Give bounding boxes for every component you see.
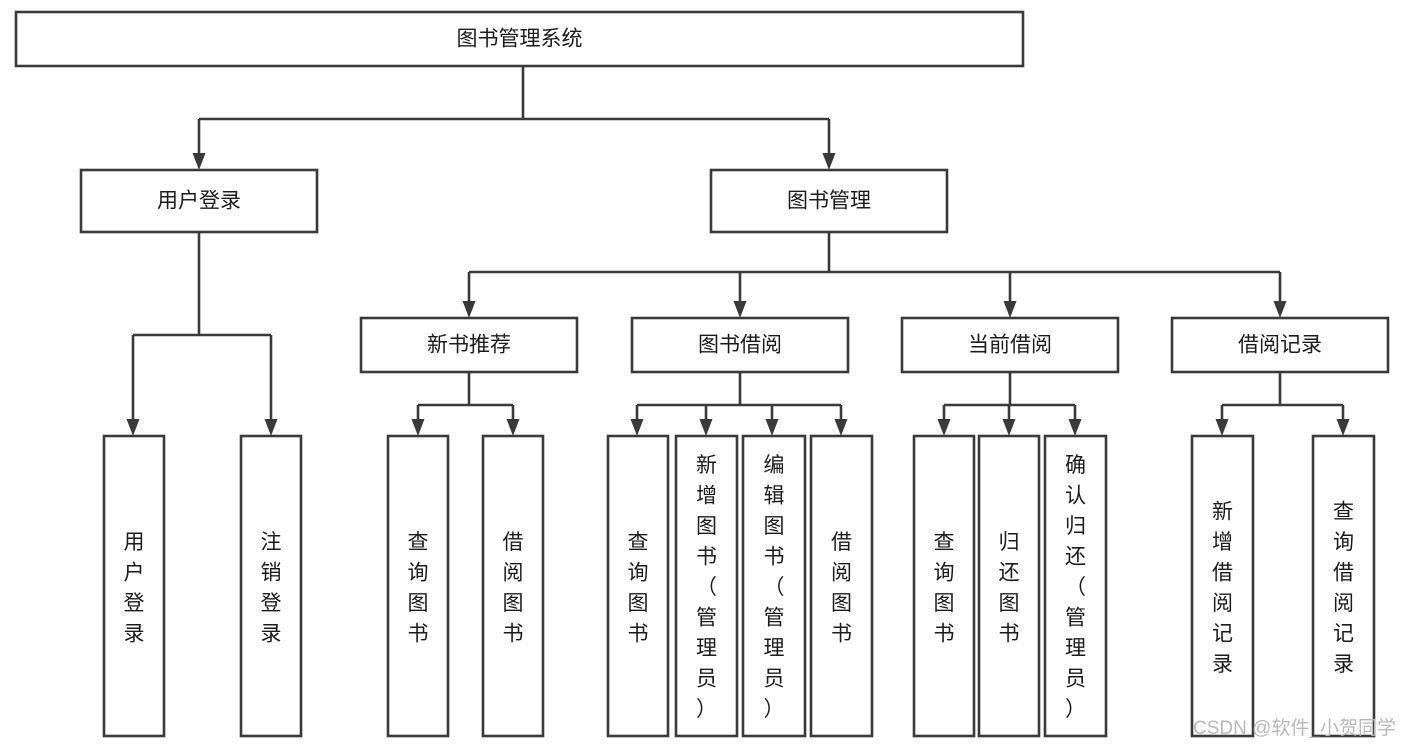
connector-group-borrowrecord-to-leaves (1215, 372, 1350, 436)
arrow-head-icon (1003, 301, 1017, 318)
node-label: 查询借阅记录 (1333, 500, 1354, 676)
node-layer: 图书管理系统用户登录图书管理新书推荐图书借阅当前借阅借阅记录用户登录注销登录查询… (14, 10, 1390, 738)
connector-group-bookborrow-to-leaves (630, 372, 848, 436)
node-label: 借阅图书 (503, 531, 524, 646)
node-box[interactable] (1311, 434, 1376, 738)
arrow-head-icon (264, 419, 278, 436)
arrow-head-icon (192, 153, 206, 170)
arrow-head-icon (822, 153, 836, 170)
node-box[interactable] (1043, 434, 1108, 738)
node-box[interactable] (709, 168, 949, 234)
node-box[interactable] (900, 316, 1120, 374)
connector-group-newbook-to-leaves (411, 372, 520, 436)
node-leaf-user-login[interactable]: 用户登录 (102, 434, 166, 738)
arrow-head-icon (506, 419, 520, 436)
connector-group-root-to-level1 (192, 66, 836, 170)
node-box[interactable] (977, 434, 1041, 738)
arrow-head-icon (1215, 419, 1229, 436)
node-box[interactable] (386, 434, 450, 738)
connector-group-bookmanage-to-level2 (462, 232, 1287, 318)
connector-group-userlogin-to-leaves (126, 232, 278, 436)
node-leaf-user-logout[interactable]: 注销登录 (239, 434, 303, 738)
node-box[interactable] (102, 434, 166, 738)
arrow-head-icon (1068, 419, 1082, 436)
node-label: 编辑图书（管理员） (764, 454, 785, 721)
node-leaf-borrow-book-rec[interactable]: 借阅图书 (481, 434, 545, 738)
arrow-head-icon (411, 419, 425, 436)
node-leaf-borrow-book[interactable]: 借阅图书 (809, 434, 874, 738)
node-box[interactable] (741, 434, 807, 738)
node-label: 查询图书 (628, 531, 649, 646)
node-label: 查询图书 (408, 531, 429, 646)
csdn-watermark: CSDN @软件_小贺同学 (1193, 717, 1396, 739)
node-borrow-record[interactable]: 借阅记录 (1170, 316, 1390, 374)
node-box[interactable] (359, 316, 579, 374)
arrow-head-icon (1336, 419, 1350, 436)
arrow-head-icon (733, 301, 747, 318)
node-box[interactable] (239, 434, 303, 738)
arrow-head-icon (937, 419, 951, 436)
arrow-head-icon (834, 419, 848, 436)
node-root[interactable]: 图书管理系统 (14, 10, 1025, 68)
node-label: 新增图书（管理员） (696, 454, 717, 721)
node-box[interactable] (912, 434, 976, 738)
node-box[interactable] (1190, 434, 1255, 738)
node-box[interactable] (481, 434, 545, 738)
node-label: 确认归还（管理员） (1065, 454, 1086, 721)
node-label: 借阅图书 (831, 531, 852, 646)
node-leaf-edit-book-admin[interactable]: 编辑图书（管理员） (741, 434, 807, 738)
arrow-head-icon (765, 419, 779, 436)
node-box[interactable] (606, 434, 670, 738)
arrow-head-icon (630, 419, 644, 436)
arrow-head-icon (1002, 419, 1016, 436)
node-user-login[interactable]: 用户登录 (79, 168, 319, 234)
node-label: 用户登录 (124, 531, 145, 646)
node-leaf-query-borrow-record[interactable]: 查询借阅记录 (1311, 434, 1376, 738)
connector-layer (126, 66, 1350, 436)
node-label: 用户登录 (157, 190, 241, 213)
arrow-head-icon (126, 419, 140, 436)
node-label: 当前借阅 (968, 334, 1052, 357)
node-leaf-query-book-cur[interactable]: 查询图书 (912, 434, 976, 738)
arrow-head-icon (699, 419, 713, 436)
node-box[interactable] (14, 10, 1025, 68)
node-current-borrow[interactable]: 当前借阅 (900, 316, 1120, 374)
node-label: 图书管理系统 (457, 28, 583, 51)
node-label: 借阅记录 (1238, 334, 1322, 357)
node-box[interactable] (79, 168, 319, 234)
node-book-manage[interactable]: 图书管理 (709, 168, 949, 234)
node-label: 归还图书 (999, 531, 1020, 646)
node-box[interactable] (674, 434, 739, 738)
node-leaf-add-borrow-record[interactable]: 新增借阅记录 (1190, 434, 1255, 738)
node-label: 查询图书 (934, 531, 955, 646)
node-leaf-return-book[interactable]: 归还图书 (977, 434, 1041, 738)
arrow-head-icon (1273, 301, 1287, 318)
node-leaf-confirm-return-admin[interactable]: 确认归还（管理员） (1043, 434, 1108, 738)
node-label: 图书借阅 (698, 334, 782, 357)
node-leaf-add-book-admin[interactable]: 新增图书（管理员） (674, 434, 739, 738)
node-leaf-query-book[interactable]: 查询图书 (606, 434, 670, 738)
node-box[interactable] (1170, 316, 1390, 374)
node-book-borrow[interactable]: 图书借阅 (630, 316, 850, 374)
arrow-head-icon (462, 301, 476, 318)
connector-group-currentborrow-to-leaves (937, 372, 1082, 436)
node-leaf-query-book-rec[interactable]: 查询图书 (386, 434, 450, 738)
node-label: 图书管理 (787, 190, 871, 213)
node-box[interactable] (809, 434, 874, 738)
node-label: 新增借阅记录 (1212, 500, 1233, 676)
node-new-book-recommend[interactable]: 新书推荐 (359, 316, 579, 374)
node-label: 新书推荐 (427, 334, 511, 357)
node-box[interactable] (630, 316, 850, 374)
node-label: 注销登录 (261, 531, 282, 646)
